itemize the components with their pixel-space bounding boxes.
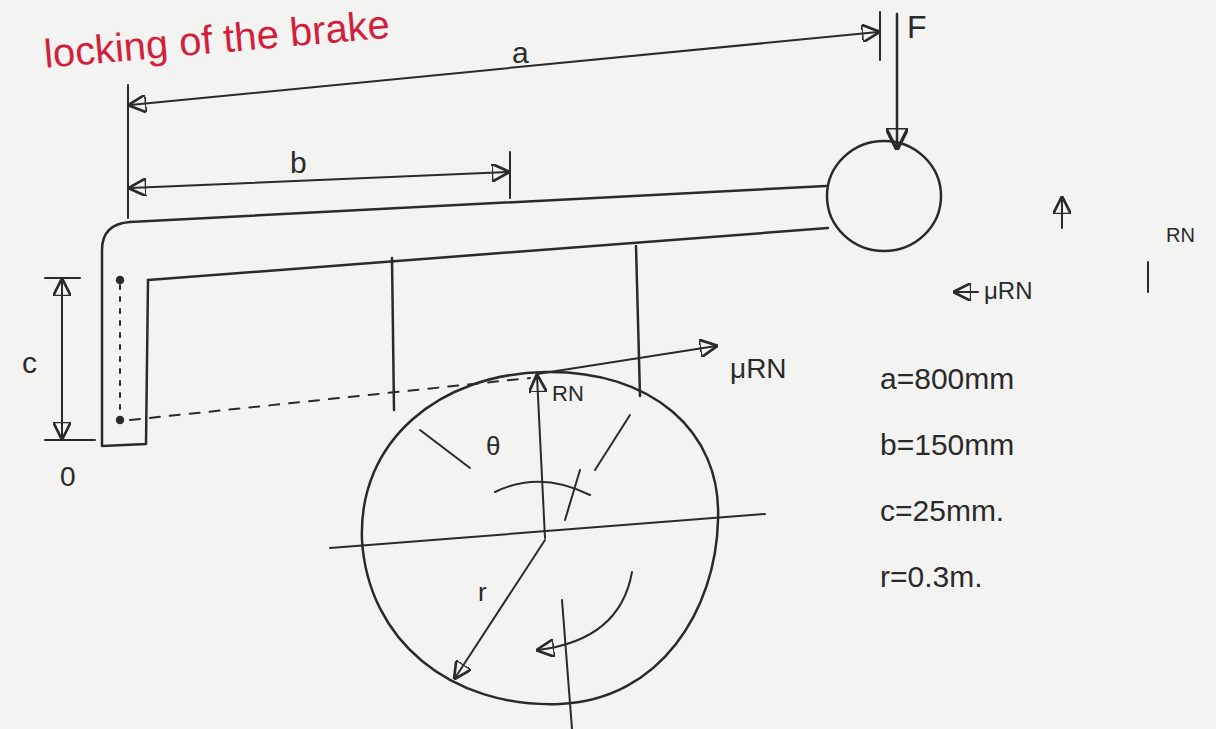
rotation-arrow bbox=[538, 572, 632, 650]
given-value: b=150mm bbox=[880, 428, 1014, 461]
dimension-label: b bbox=[290, 146, 307, 179]
force-arrow bbox=[1147, 262, 1149, 292]
force-label: F bbox=[907, 10, 927, 45]
extension-line bbox=[127, 85, 129, 218]
force-arrow bbox=[896, 14, 899, 148]
pivot-dot bbox=[117, 277, 123, 283]
extension-line bbox=[45, 277, 80, 279]
extension-line bbox=[509, 152, 511, 198]
friction-force-arrow bbox=[537, 346, 716, 374]
angle-label: θ bbox=[486, 432, 500, 461]
center-line bbox=[330, 514, 765, 548]
pivot-axis bbox=[119, 285, 121, 418]
lever-knob bbox=[827, 141, 941, 251]
radius-arrow bbox=[455, 540, 545, 678]
heading-note: locking of the brake bbox=[42, 2, 391, 76]
normal-force-arrow bbox=[537, 376, 545, 538]
center-line bbox=[562, 600, 572, 729]
given-value: a=800mm bbox=[880, 362, 1014, 395]
given-value: c=25mm. bbox=[880, 494, 1004, 527]
dimension-line bbox=[130, 172, 508, 188]
brake-drum bbox=[362, 372, 718, 704]
radial-line bbox=[565, 470, 580, 520]
force-label: RN bbox=[1166, 224, 1195, 246]
radial-line bbox=[420, 430, 470, 468]
force-label: μRN bbox=[984, 278, 1033, 304]
brake-block-side bbox=[392, 258, 394, 410]
dimension-line bbox=[61, 280, 63, 438]
radial-line bbox=[595, 415, 630, 470]
lever-arm bbox=[102, 222, 148, 446]
force-arrow bbox=[1061, 198, 1063, 228]
given-value: r=0.3m. bbox=[880, 560, 983, 593]
extension-line bbox=[45, 439, 95, 441]
extension-line bbox=[879, 12, 881, 60]
brake-block-side bbox=[636, 246, 640, 396]
radius-label: r bbox=[478, 578, 487, 607]
lever-top-edge bbox=[130, 186, 826, 222]
dimension-label: a bbox=[512, 36, 529, 69]
force-arrow bbox=[955, 291, 978, 293]
lever-bottom-edge bbox=[148, 228, 828, 280]
point-label: 0 bbox=[60, 462, 76, 493]
force-label: μRN bbox=[730, 354, 787, 385]
pivot-dot bbox=[117, 417, 123, 423]
force-label: RN bbox=[552, 382, 584, 406]
dimension-label: c bbox=[22, 346, 37, 379]
